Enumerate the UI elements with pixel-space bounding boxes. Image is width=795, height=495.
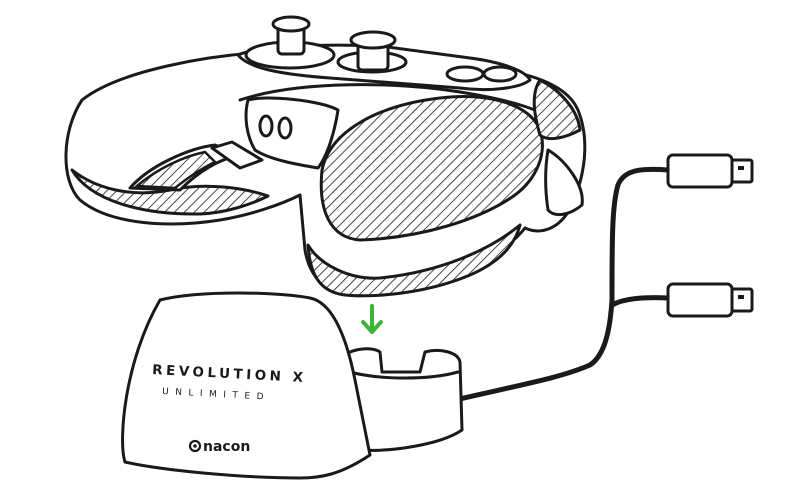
controller xyxy=(66,17,585,296)
right-stick-cap xyxy=(351,32,395,48)
left-stick-cap xyxy=(273,17,309,31)
rear-button-right xyxy=(279,118,291,138)
rear-button-left xyxy=(260,116,272,136)
face-button-right xyxy=(484,67,516,81)
usb-plug-icon xyxy=(668,284,752,316)
face-button-left xyxy=(447,67,483,81)
usb-plug-icon xyxy=(668,155,752,187)
charging-base: REVOLUTION X UNLIMITED nacon xyxy=(123,293,462,478)
down-arrow-icon xyxy=(363,306,381,332)
maker-label: nacon xyxy=(203,439,250,455)
